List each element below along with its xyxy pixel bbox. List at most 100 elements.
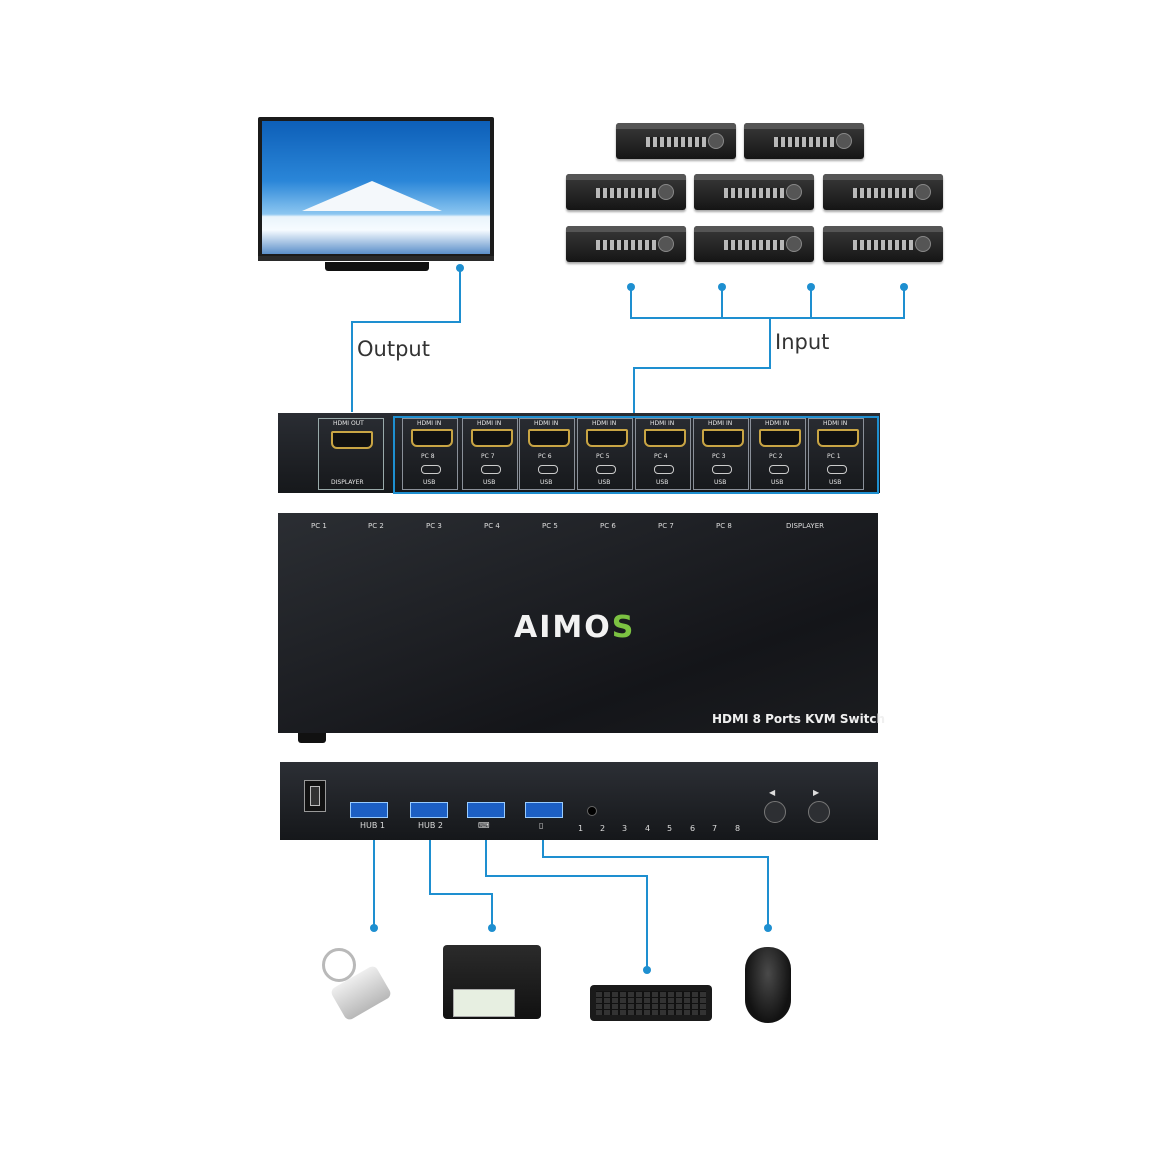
hdmi-out-port-group: HDMI OUT DISPLAYER	[318, 418, 384, 490]
dvr-icon	[566, 226, 686, 262]
displayer-label: DISPLAYER	[331, 479, 364, 486]
top-port-label: PC 5	[542, 522, 558, 530]
hdmi-in-label: HDMI IN	[708, 420, 733, 427]
usb-port	[769, 465, 789, 474]
usb-label: USB	[423, 479, 436, 486]
dvr-icon	[823, 226, 943, 262]
prev-button[interactable]	[764, 801, 786, 823]
hdmi-input-port-group: HDMI IN PC 8 USB	[402, 418, 458, 490]
hdmi-in-port	[817, 429, 859, 447]
hub1-label: HUB 1	[360, 821, 385, 830]
model-label: HDMI 8 Ports KVM Switch	[712, 712, 886, 726]
power-switch[interactable]	[304, 780, 326, 812]
port-number: 7	[712, 824, 718, 833]
dvr-icon	[823, 174, 943, 210]
usb-port	[596, 465, 616, 474]
input-line	[633, 318, 771, 414]
hub2-usb-port	[410, 802, 448, 818]
dvr-icon	[694, 226, 814, 262]
hub1-usb-port	[350, 802, 388, 818]
top-port-label: PC 6	[600, 522, 616, 530]
port-number: 6	[690, 824, 696, 833]
rear-panel	[278, 413, 880, 493]
input-bus-line	[630, 287, 905, 319]
usb-label: USB	[714, 479, 727, 486]
usb-label: USB	[483, 479, 496, 486]
pc-label: PC 4	[654, 453, 668, 460]
hdmi-in-port	[644, 429, 686, 447]
top-port-label: PC 1	[311, 522, 327, 530]
pc-label: PC 7	[481, 453, 495, 460]
port-number: 2	[600, 824, 606, 833]
input-label: Input	[775, 330, 830, 354]
top-port-label: PC 4	[484, 522, 500, 530]
usb-port	[538, 465, 558, 474]
left-arrow-icon: ◀	[769, 788, 776, 797]
pc-label: PC 6	[538, 453, 552, 460]
dvr-icon	[616, 123, 736, 159]
port-number: 4	[645, 824, 651, 833]
mouse-line	[542, 838, 769, 928]
usb-port	[654, 465, 674, 474]
port-number: 1	[578, 824, 584, 833]
port-number: 8	[735, 824, 741, 833]
pc-label: PC 8	[421, 453, 435, 460]
top-port-label: PC 3	[426, 522, 442, 530]
hdmi-in-port	[528, 429, 570, 447]
usb-label: USB	[598, 479, 611, 486]
hdmi-input-port-group: HDMI IN PC 6 USB	[519, 418, 575, 490]
top-port-label: DISPLAYER	[786, 522, 824, 530]
hdmi-in-port	[471, 429, 513, 447]
hdmi-input-port-group: HDMI IN PC 5 USB	[577, 418, 633, 490]
usb-port	[712, 465, 732, 474]
usb-label: USB	[540, 479, 553, 486]
hdmi-in-port	[759, 429, 801, 447]
hdmi-out-port	[331, 431, 373, 449]
mouse-port-icon: ▯	[539, 821, 544, 830]
hdmi-in-port	[411, 429, 453, 447]
next-button[interactable]	[808, 801, 830, 823]
hdmi-out-label: HDMI OUT	[333, 420, 364, 427]
port-number: 3	[622, 824, 628, 833]
usb-label: USB	[829, 479, 842, 486]
hdmi-input-port-group: HDMI IN PC 7 USB	[462, 418, 518, 490]
hdmi-in-label: HDMI IN	[823, 420, 848, 427]
hdmi-input-port-group: HDMI IN PC 4 USB	[635, 418, 691, 490]
hdmi-in-label: HDMI IN	[417, 420, 442, 427]
hdmi-in-port	[586, 429, 628, 447]
dvr-icon	[566, 174, 686, 210]
kvm-top-panel	[278, 513, 878, 733]
hdmi-in-label: HDMI IN	[477, 420, 502, 427]
right-arrow-icon: ▶	[813, 788, 820, 797]
status-led	[587, 806, 597, 816]
keyboard-port-icon: ⌨	[478, 821, 490, 830]
top-port-label: PC 7	[658, 522, 674, 530]
hdmi-input-group	[393, 416, 879, 494]
mouse-icon	[745, 947, 791, 1023]
tv-stand	[325, 262, 429, 271]
hdmi-in-label: HDMI IN	[534, 420, 559, 427]
tv-screen	[262, 121, 490, 254]
tv-bezel	[258, 256, 494, 261]
brand-logo: AIMOS	[514, 610, 636, 645]
hdmi-in-label: HDMI IN	[650, 420, 675, 427]
pc-label: PC 1	[827, 453, 841, 460]
usb-label: USB	[656, 479, 669, 486]
pc-label: PC 2	[769, 453, 783, 460]
pc-label: PC 5	[596, 453, 610, 460]
mouse-usb-port	[525, 802, 563, 818]
usb-port	[481, 465, 501, 474]
hdmi-in-port	[702, 429, 744, 447]
output-line	[351, 270, 461, 412]
hdmi-in-label: HDMI IN	[592, 420, 617, 427]
usb-label: USB	[771, 479, 784, 486]
output-label: Output	[357, 337, 430, 361]
usb-port	[827, 465, 847, 474]
port-number: 5	[667, 824, 673, 833]
hub2-label: HUB 2	[418, 821, 443, 830]
keyboard-usb-port	[467, 802, 505, 818]
dvr-icon	[694, 174, 814, 210]
